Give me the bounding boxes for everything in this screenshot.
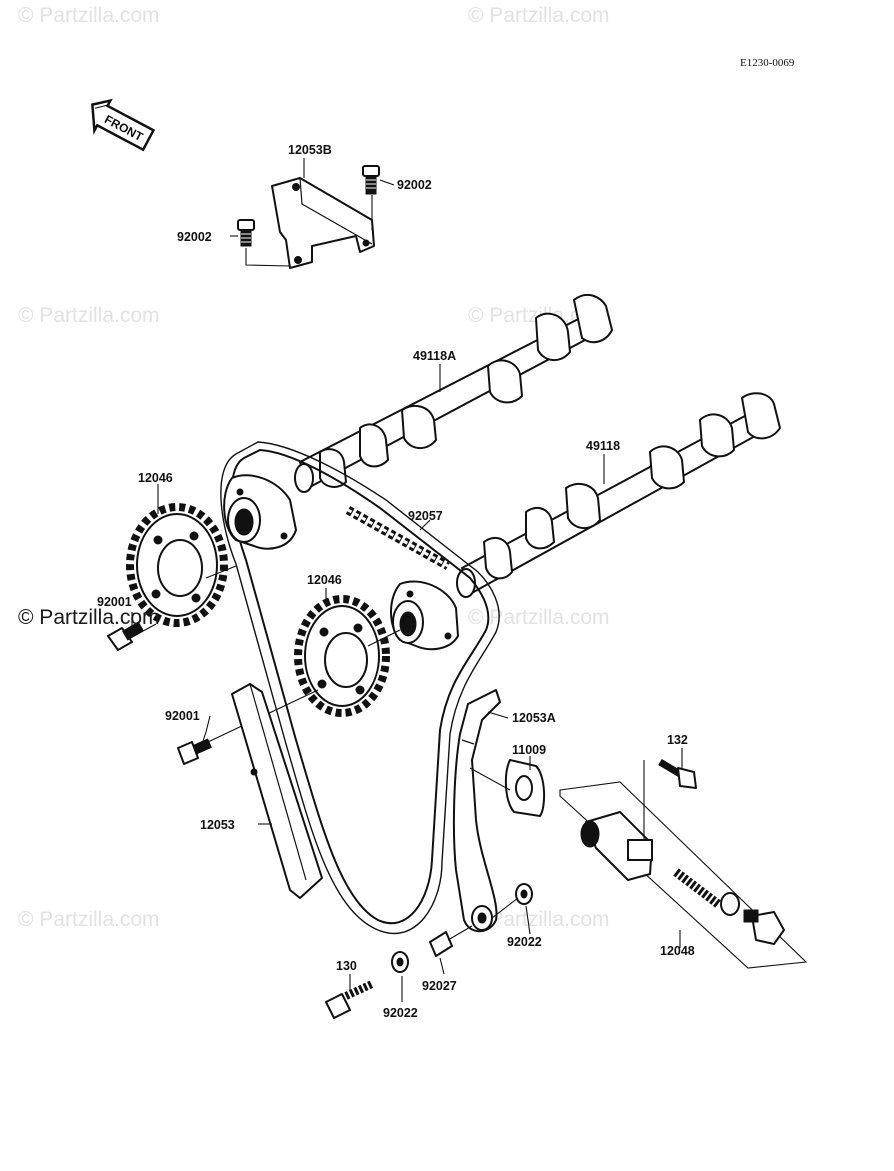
part-label[interactable]: 49118 <box>586 439 620 453</box>
part-label[interactable]: 92001 <box>165 709 200 723</box>
part-label[interactable]: 92057 <box>408 509 443 523</box>
washer-92022-right <box>515 883 533 905</box>
camshaft-49118 <box>456 392 781 598</box>
bolt-92002-lower-icon <box>237 219 255 247</box>
part-label[interactable]: 12053B <box>288 143 332 157</box>
watermark: © Partzilla.com <box>468 606 610 629</box>
watermark: © Partzilla.com <box>18 4 160 27</box>
gasket-11009 <box>504 759 546 817</box>
part-label[interactable]: 49118A <box>413 349 456 363</box>
part-label[interactable]: 12053A <box>512 711 556 725</box>
part-label[interactable]: 12046 <box>307 573 342 587</box>
cam-hub-left <box>223 474 297 550</box>
part-label[interactable]: 11009 <box>512 743 546 757</box>
part-label[interactable]: 12053 <box>200 818 235 832</box>
tensioner-arm-12053A <box>452 689 501 933</box>
chain-guide-bracket <box>271 177 375 269</box>
chain-guide-12053 <box>231 683 323 899</box>
watermark: © Partzilla.com <box>468 4 610 27</box>
cam-chain-92057 <box>220 441 500 935</box>
watermark: © Partzilla.com <box>18 304 160 327</box>
diagram-code: E1230-0069 <box>740 57 795 69</box>
part-label[interactable]: 92022 <box>383 1006 418 1020</box>
bolt-92001-lower-icon <box>177 738 213 765</box>
collar-92027 <box>429 931 453 957</box>
cam-hub-right <box>390 580 459 651</box>
watermark-overlay: © Partzilla.com <box>18 606 160 629</box>
tensioner-assembly-12048 <box>559 781 808 969</box>
bolt-132-icon <box>658 758 697 789</box>
part-label[interactable]: 92027 <box>422 979 457 993</box>
sprocket-12046-upper <box>126 503 228 627</box>
part-label[interactable]: 132 <box>667 733 688 747</box>
part-label[interactable]: 92022 <box>507 935 542 949</box>
front-arrow-icon: FRONT <box>91 98 156 152</box>
watermark: © Partzilla.com <box>18 908 160 931</box>
part-label[interactable]: 92002 <box>397 178 432 192</box>
bolt-130-icon <box>325 980 374 1019</box>
part-label[interactable]: 92001 <box>97 595 132 609</box>
camshaft-49118A <box>294 293 613 493</box>
bolt-92002-upper-icon <box>362 165 380 195</box>
part-label[interactable]: 12046 <box>138 471 173 485</box>
part-label[interactable]: 92002 <box>177 230 212 244</box>
washer-92022-left <box>391 951 409 973</box>
sprocket-12046-lower <box>294 595 390 717</box>
part-label[interactable]: 12048 <box>660 944 695 958</box>
part-label[interactable]: 130 <box>336 959 357 973</box>
watermark: © Partzilla.com <box>468 908 610 931</box>
